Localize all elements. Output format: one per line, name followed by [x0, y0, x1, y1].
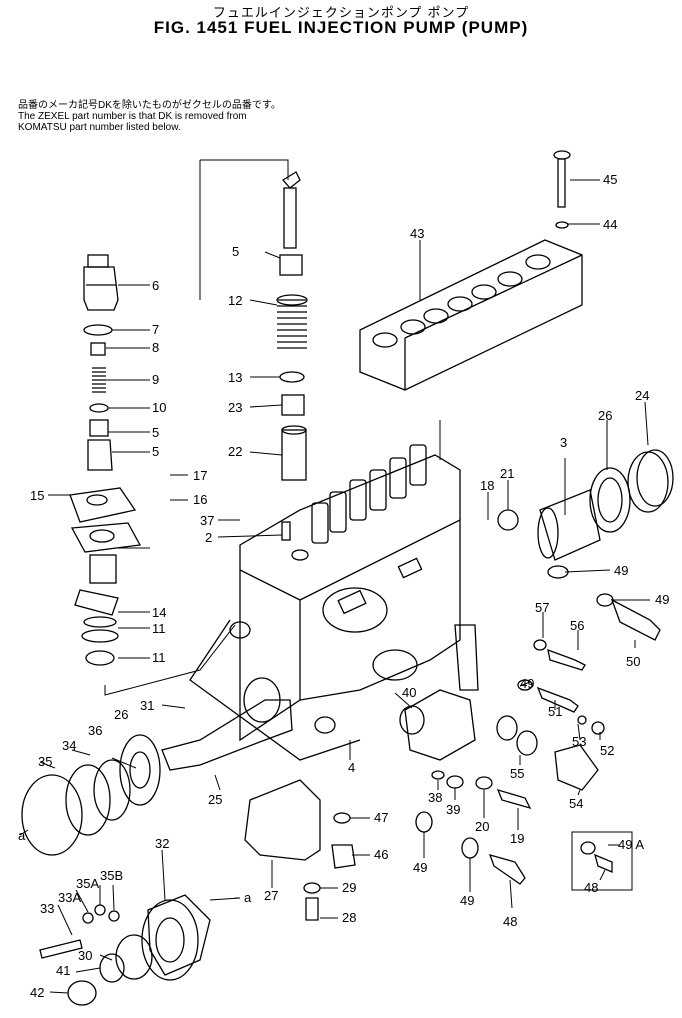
callout-18: 18	[480, 478, 494, 493]
callout-39: 39	[446, 802, 460, 817]
callout-13: 13	[228, 370, 242, 385]
plunger-and-spring	[276, 171, 308, 481]
callout-33: 33	[40, 901, 54, 916]
governor-cover-plate	[359, 239, 583, 391]
callout-25: 25	[208, 792, 222, 807]
callout-22: 22	[228, 444, 242, 459]
callout-49b: 49	[655, 592, 669, 607]
delivery-valve-holders	[281, 444, 427, 561]
callout-a-left: a	[18, 828, 26, 843]
callout-53: 53	[572, 734, 586, 749]
callout-8: 8	[152, 340, 159, 355]
callout-48a: 48	[503, 914, 517, 929]
callout-26b: 26	[114, 707, 128, 722]
callout-34: 34	[62, 738, 76, 753]
callout-4: 4	[348, 760, 355, 775]
callout-52: 52	[600, 743, 614, 758]
callout-56: 56	[570, 618, 584, 633]
callout-49A: 49 A	[618, 837, 644, 852]
delivery-valve-holder	[69, 254, 142, 666]
callout-28: 28	[342, 910, 356, 925]
callout-49c: 49	[520, 676, 534, 691]
callout-3: 3	[560, 435, 567, 450]
callout-54: 54	[569, 796, 583, 811]
callout-21: 21	[500, 466, 514, 481]
callout-35A: 35A	[76, 876, 99, 891]
callout-20: 20	[475, 819, 489, 834]
callout-9: 9	[152, 372, 159, 387]
feed-pump-parts	[399, 679, 633, 891]
callout-36: 36	[88, 723, 102, 738]
callout-35B: 35B	[100, 868, 123, 883]
callout-7: 7	[152, 322, 159, 337]
bolt-45	[553, 150, 571, 229]
pump-housing	[189, 454, 479, 761]
callout-38: 38	[428, 790, 442, 805]
callout-a-right: a	[244, 890, 252, 905]
coupling-parts	[497, 449, 674, 671]
callout-15: 15	[30, 488, 44, 503]
callout-29: 29	[342, 880, 356, 895]
note-line-2: KOMATSU part number listed below.	[18, 122, 181, 133]
callout-12: 12	[228, 293, 242, 308]
callout-27: 27	[264, 888, 278, 903]
callout-10: 10	[152, 400, 166, 415]
leader-lines	[19, 159, 650, 994]
callout-37: 37	[200, 513, 214, 528]
callout-41: 41	[56, 963, 70, 978]
callout-19: 19	[510, 831, 524, 846]
callout-26a: 26	[598, 408, 612, 423]
callout-49a: 49	[614, 563, 628, 578]
callout-46: 46	[374, 847, 388, 862]
note-line-1: The ZEXEL part number is that DK is remo…	[18, 111, 247, 122]
callout-57: 57	[535, 600, 549, 615]
callout-45: 45	[603, 172, 617, 187]
figure-title: FIG. 1451 FUEL INJECTION PUMP (PUMP)	[153, 18, 529, 37]
callout-11b: 11	[152, 650, 166, 665]
note-line-japanese: 品番のメーカ記号DKを除いたものがゼクセルの品番です。	[18, 100, 281, 111]
callout-44: 44	[603, 217, 617, 232]
callout-49d: 49	[413, 860, 427, 875]
callout-17: 17	[193, 468, 207, 483]
callout-55: 55	[510, 766, 524, 781]
callout-5b: 5	[152, 444, 159, 459]
callout-30: 30	[78, 948, 92, 963]
part-number-note: 品番のメーカ記号DKを除いたものがゼクセルの品番です。 The ZEXEL pa…	[18, 100, 281, 133]
callout-47: 47	[374, 810, 388, 825]
callout-48b: 48	[584, 880, 598, 895]
callout-16: 16	[193, 492, 207, 507]
callout-40: 40	[402, 685, 416, 700]
callout-33A: 33A	[58, 890, 81, 905]
callout-43: 43	[410, 226, 424, 241]
callout-50: 50	[626, 654, 640, 669]
callout-35: 35	[38, 754, 52, 769]
callout-14: 14	[152, 605, 166, 620]
callout-5c: 5	[232, 244, 239, 259]
callout-23: 23	[228, 400, 242, 415]
callout-5a: 5	[152, 425, 159, 440]
callout-51: 51	[548, 704, 562, 719]
callout-labels: 45 44 43 6 7 8 9 10 5 5 5 12 13 23 22 17…	[18, 172, 669, 1000]
callout-31: 31	[140, 698, 154, 713]
callout-2: 2	[205, 530, 212, 545]
callout-6: 6	[152, 278, 159, 293]
callout-11a: 11	[152, 621, 166, 636]
callout-32: 32	[155, 836, 169, 851]
callout-49e: 49	[460, 893, 474, 908]
callout-24: 24	[635, 388, 649, 403]
callout-42: 42	[30, 985, 44, 1000]
camshaft-and-coupling	[21, 677, 356, 1006]
figure-title-japanese: フュエルインジェクションポンプ ポンプ	[212, 6, 470, 21]
